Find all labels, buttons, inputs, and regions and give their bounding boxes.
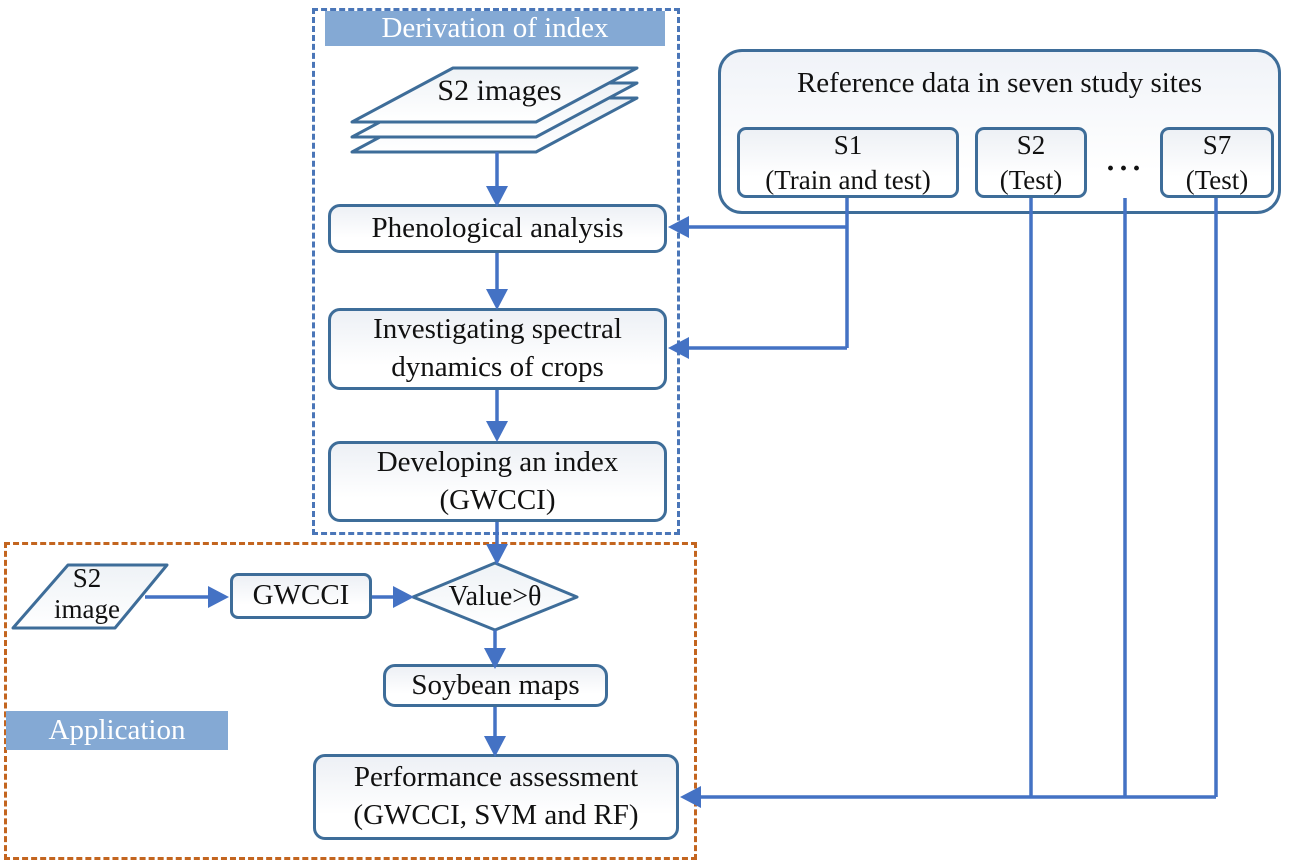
gwcci-box: GWCCI <box>230 573 372 619</box>
soybean-maps-box: Soybean maps <box>383 664 608 707</box>
performance-assessment-box: Performance assessment (GWCCI, SVM and R… <box>313 754 679 840</box>
step-phenological-label: Phenological analysis <box>371 211 624 244</box>
site-s1-role: (Train and test) <box>765 164 931 195</box>
application-section-title: Application <box>6 711 228 750</box>
soybean-maps-label: Soybean maps <box>411 668 580 701</box>
step-spectral-label: Investigating spectral dynamics of crops <box>373 313 622 383</box>
step-developing-index: Developing an index (GWCCI) <box>328 441 667 522</box>
site-s2-name: S2 <box>1016 129 1046 160</box>
site-box-s2: S2 (Test) <box>975 127 1087 198</box>
step-spectral-dynamics: Investigating spectral dynamics of crops <box>328 308 667 390</box>
site-s2-role: (Test) <box>999 164 1063 195</box>
gwcci-label: GWCCI <box>252 579 350 612</box>
derivation-section-title: Derivation of index <box>325 11 665 46</box>
step-phenological-analysis: Phenological analysis <box>328 204 667 253</box>
site-s7-name: S7 <box>1202 129 1232 160</box>
reference-panel-title: Reference data in seven study sites <box>796 66 1203 99</box>
site-s1-name: S1 <box>833 129 863 160</box>
site-box-s1: S1 (Train and test) <box>737 127 959 198</box>
step-developing-label: Developing an index (GWCCI) <box>376 445 619 516</box>
application-section-border <box>4 542 697 860</box>
site-box-s7: S7 (Test) <box>1160 127 1274 198</box>
site-s7-role: (Test) <box>1185 164 1249 195</box>
sites-ellipsis: ··· <box>1105 151 1145 185</box>
performance-assessment-label: Performance assessment (GWCCI, SVM and R… <box>353 761 639 831</box>
